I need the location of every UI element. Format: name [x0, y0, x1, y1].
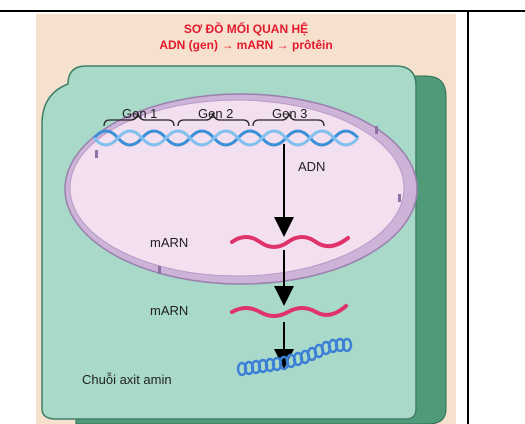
- nuclear-pore: [375, 126, 378, 134]
- amino-chain-label: Chuỗi axit amin: [82, 372, 172, 387]
- nuclear-pore: [398, 194, 401, 202]
- mrna-nucleus-label: mARN: [150, 235, 188, 250]
- dna-label: ADN: [298, 159, 325, 174]
- cell-diagram: Gen 1 Gen 2 Gen 3 ADN mARN mARN: [36, 14, 456, 424]
- nuclear-pore: [158, 266, 161, 274]
- gene-1-label: Gen 1: [122, 106, 157, 121]
- nucleus: [70, 100, 404, 276]
- mrna-cytoplasm-label: mARN: [150, 303, 188, 318]
- top-rule: [0, 10, 525, 12]
- diagram-image: SƠ ĐỒ MỐI QUAN HỆ ADN (gen) → mARN → prô…: [36, 14, 456, 424]
- gene-2-label: Gen 2: [198, 106, 233, 121]
- nuclear-pore: [95, 150, 98, 158]
- gene-3-label: Gen 3: [272, 106, 307, 121]
- right-rule: [467, 10, 469, 424]
